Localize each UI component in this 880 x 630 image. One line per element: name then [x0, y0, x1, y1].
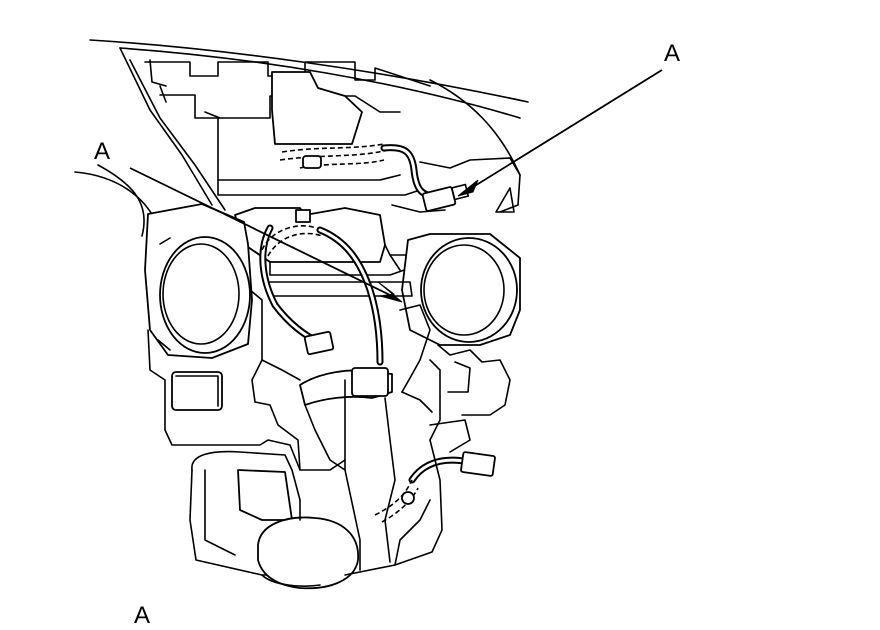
left-arrowhead: [377, 281, 403, 303]
lower-right-harness: [374, 419, 496, 523]
upper-harness: [279, 143, 470, 212]
left-round-vent: [144, 203, 253, 359]
upper-frame: [119, 47, 431, 211]
figure-caption: A: [134, 602, 151, 629]
right-arrowhead: [457, 179, 479, 197]
right-round-vent: [401, 233, 521, 346]
callout-arrows: [129, 69, 663, 303]
center-lower-duct: [299, 367, 396, 571]
left-harness: [259, 224, 384, 366]
callout-label-left: A: [94, 138, 111, 165]
windshield-outline: [89, 39, 529, 176]
right-upper-bracket: [391, 157, 521, 213]
lower-console: [189, 439, 443, 590]
callout-label-right: A: [664, 40, 681, 67]
